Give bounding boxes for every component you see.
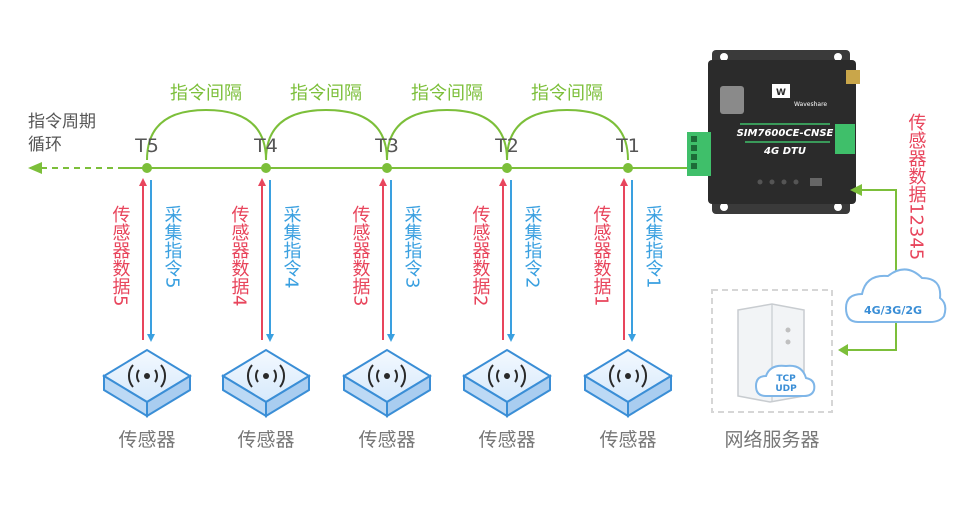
sensor-4 [221,348,311,418]
sensor-1 [583,348,673,418]
brand-text: Waveshare [794,101,827,108]
timepoint-t3: T3 [374,135,399,157]
server-label: 网络服务器 [724,429,819,451]
device-type: 4G DTU [763,146,806,157]
interval-label-1: 指令间隔 [170,83,242,104]
timepoint-dot-t1 [623,163,633,173]
collect-cmd-label-2: 采集指令2 [522,205,543,289]
data-arrowhead-3 [379,178,387,186]
collect-cmd-label-1: 采集指令1 [643,205,664,289]
column-t3: 传感器数据3 采集指令3 [350,178,423,342]
serial-port [720,86,744,114]
timepoint-dot-t3 [382,163,392,173]
sensor-label-4: 传感器 [237,429,294,451]
sensor-data-label-1: 传感器数据1 [591,205,612,307]
sensor-5 [102,348,192,418]
timepoint-dot-t2 [502,163,512,173]
sensor-label-2: 传感器 [478,429,535,451]
protocol-tcp: TCP [776,374,796,384]
sensor-label-3: 传感器 [358,429,415,451]
sensor-label-1: 传感器 [599,429,656,451]
network-label: 4G/3G/2G [864,304,922,317]
network-arrow-to-server [838,344,848,356]
network-path [846,189,897,351]
sensor-3 [342,348,432,418]
timeline-arrowhead [28,162,42,174]
sensor-2 [462,348,552,418]
sensor-data-label-3: 传感器数据3 [350,205,371,307]
sensor-data-label-5: 传感器数据5 [110,205,131,307]
interval-label-3: 指令间隔 [411,83,483,104]
interval-arc-2 [265,108,388,161]
timepoint-t1: T1 [615,135,640,157]
network-arrow-to-dtu [850,184,862,196]
timepoint-t2: T2 [494,135,519,157]
data-arrowhead-5 [139,178,147,186]
dtu-device: W Waveshare SIM7600CE-CNSE 4G DTU [687,50,860,214]
wireless-icon [247,364,285,388]
wireless-icon [488,364,526,388]
command-arrowhead-1 [628,334,636,342]
collect-cmd-label-5: 采集指令5 [162,205,183,289]
reset-button [810,178,822,186]
svg-text:W: W [776,88,786,98]
collect-cmd-label-3: 采集指令3 [402,205,423,289]
cycle-label-line2: 循环 [28,135,62,155]
protocol-cloud-icon [754,364,816,397]
interval-arc-1 [146,108,267,161]
device-model: SIM7600CE-CNSE [737,128,834,139]
column-t5: 传感器数据5 采集指令5 [110,178,183,342]
waveshare-logo: W Waveshare [772,84,827,108]
column-t4: 传感器数据4 采集指令4 [229,178,302,342]
data-arrowhead-2 [499,178,507,186]
command-arrowhead-4 [266,334,274,342]
command-arrowhead-2 [507,334,515,342]
command-arrowhead-3 [387,334,395,342]
timepoint-t4: T4 [253,135,278,157]
dtu-body [708,60,856,204]
sensor-data-label-2: 传感器数据2 [470,205,491,307]
server-box [711,289,833,413]
interval-label-2: 指令间隔 [290,83,362,104]
sensor-label-5: 传感器 [118,429,175,451]
cycle-label-line1: 指令周期 [28,112,96,132]
protocol-udp: UDP [775,384,797,394]
wireless-icon [368,364,406,388]
interval-arc-3 [386,108,508,161]
timepoint-t5: T5 [134,135,159,157]
column-t2: 传感器数据2 采集指令2 [470,178,543,342]
data-arrowhead-1 [620,178,628,186]
collect-cmd-label-4: 采集指令4 [281,205,302,289]
data-arrowhead-4 [258,178,266,186]
sensor-data-label-4: 传感器数据4 [229,205,250,307]
wireless-icon [128,364,166,388]
command-arrowhead-5 [147,334,155,342]
terminal-block-right [835,124,855,154]
timepoint-dot-t4 [261,163,271,173]
cloud-icon [844,268,947,323]
interval-arc-4 [506,108,629,161]
column-t1: 传感器数据1 采集指令1 [591,178,664,342]
terminal-block-left [687,132,711,176]
right-sensor-data-label: 传感器数据12345 [906,113,927,260]
status-leds [757,179,799,185]
wireless-icon [609,364,647,388]
antenna-connector [846,70,860,84]
timepoint-dot-t5 [142,163,152,173]
interval-label-4: 指令间隔 [531,83,603,104]
